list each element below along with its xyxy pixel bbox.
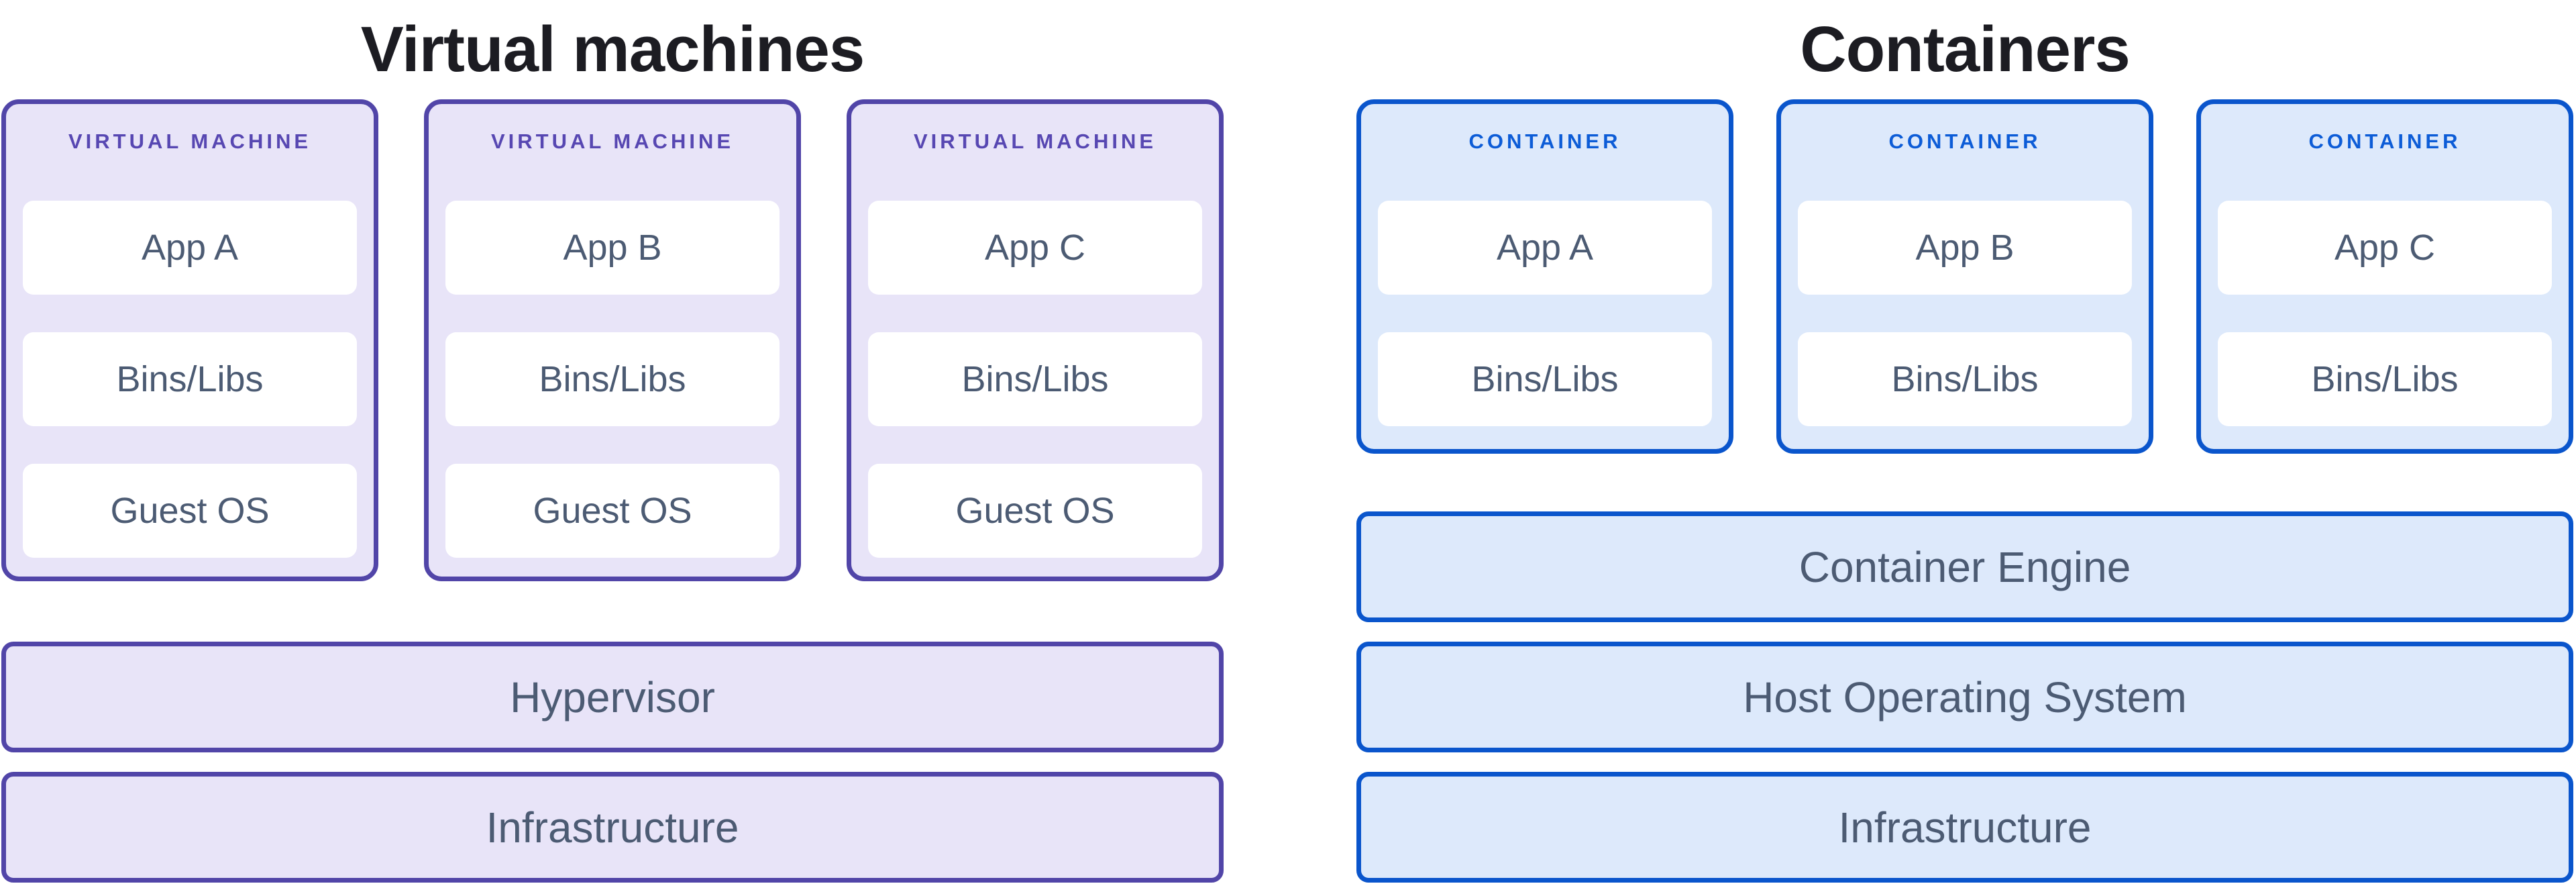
container-card-1-binslibs-box: Bins/Libs: [1378, 332, 1712, 426]
containers-title: Containers: [1800, 13, 2130, 85]
vm-card-3-header: VIRTUAL MACHINE: [913, 130, 1157, 153]
virtual-machines-column: Virtual machines VIRTUAL MACHINE App A B…: [1, 0, 1224, 883]
container-card-1-header: CONTAINER: [1468, 130, 1621, 153]
container-cards-row: CONTAINER App A Bins/Libs CONTAINER App …: [1356, 99, 2573, 454]
hypervisor-bar: Hypervisor: [1, 642, 1224, 752]
vm-card-1-app-box: App A: [23, 201, 357, 295]
vm-card-1-binslibs-box: Bins/Libs: [23, 332, 357, 426]
vm-card-3-guestos-box: Guest OS: [868, 464, 1202, 558]
vm-card-2: VIRTUAL MACHINE App B Bins/Libs Guest OS: [424, 99, 801, 581]
vm-card-2-binslibs-box: Bins/Libs: [445, 332, 780, 426]
container-engine-bar: Container Engine: [1356, 511, 2573, 622]
container-card-3-app-box: App C: [2218, 201, 2552, 295]
container-card-3: CONTAINER App C Bins/Libs: [2196, 99, 2573, 454]
vm-card-3-items: App C Bins/Libs Guest OS: [868, 201, 1202, 558]
vm-card-2-header: VIRTUAL MACHINE: [490, 130, 735, 153]
vm-card-3-app-box: App C: [868, 201, 1202, 295]
container-card-3-items: App C Bins/Libs: [2218, 201, 2552, 426]
container-card-2-items: App B Bins/Libs: [1798, 201, 2132, 426]
vm-card-3: VIRTUAL MACHINE App C Bins/Libs Guest OS: [847, 99, 1224, 581]
container-card-2-header: CONTAINER: [1888, 130, 2041, 153]
container-infrastructure-bar: Infrastructure: [1356, 772, 2573, 883]
container-card-1-items: App A Bins/Libs: [1378, 201, 1712, 426]
virtual-machines-title: Virtual machines: [360, 13, 865, 85]
vm-cards-row: VIRTUAL MACHINE App A Bins/Libs Guest OS…: [1, 99, 1224, 581]
container-card-2: CONTAINER App B Bins/Libs: [1776, 99, 2153, 454]
container-card-3-header: CONTAINER: [2308, 130, 2461, 153]
container-card-2-app-box: App B: [1798, 201, 2132, 295]
vm-card-2-app-box: App B: [445, 201, 780, 295]
vm-card-1-header: VIRTUAL MACHINE: [68, 130, 312, 153]
vm-card-2-guestos-box: Guest OS: [445, 464, 780, 558]
vm-card-1-guestos-box: Guest OS: [23, 464, 357, 558]
vm-card-1-items: App A Bins/Libs Guest OS: [23, 201, 357, 558]
container-card-3-binslibs-box: Bins/Libs: [2218, 332, 2552, 426]
container-card-1: CONTAINER App A Bins/Libs: [1356, 99, 1733, 454]
vm-card-3-binslibs-box: Bins/Libs: [868, 332, 1202, 426]
containers-column: Containers CONTAINER App A Bins/Libs CON…: [1356, 0, 2573, 883]
vm-card-2-items: App B Bins/Libs Guest OS: [445, 201, 780, 558]
container-card-2-binslibs-box: Bins/Libs: [1798, 332, 2132, 426]
vm-infrastructure-bar: Infrastructure: [1, 772, 1224, 883]
vm-card-1: VIRTUAL MACHINE App A Bins/Libs Guest OS: [1, 99, 378, 581]
host-operating-system-bar: Host Operating System: [1356, 642, 2573, 752]
container-card-1-app-box: App A: [1378, 201, 1712, 295]
